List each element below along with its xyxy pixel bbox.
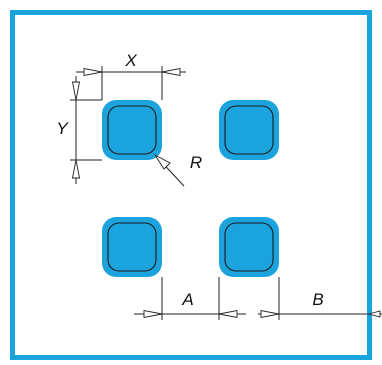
dimension-b: B: [258, 277, 382, 320]
label-r: R: [190, 153, 202, 172]
pad-bottom-right: [219, 217, 279, 277]
dimension-y: Y: [56, 76, 102, 184]
pad-top-right: [219, 100, 279, 160]
dimension-x: X: [76, 51, 186, 100]
dimension-a: A: [134, 277, 246, 320]
label-b: B: [312, 290, 323, 309]
dimension-r: R: [153, 153, 202, 187]
label-y: Y: [56, 119, 69, 138]
label-a: A: [181, 290, 193, 309]
pad-bottom-left: [102, 217, 162, 277]
label-x: X: [124, 51, 137, 70]
pad-top-left: [102, 100, 162, 160]
outer-frame: [10, 10, 372, 360]
